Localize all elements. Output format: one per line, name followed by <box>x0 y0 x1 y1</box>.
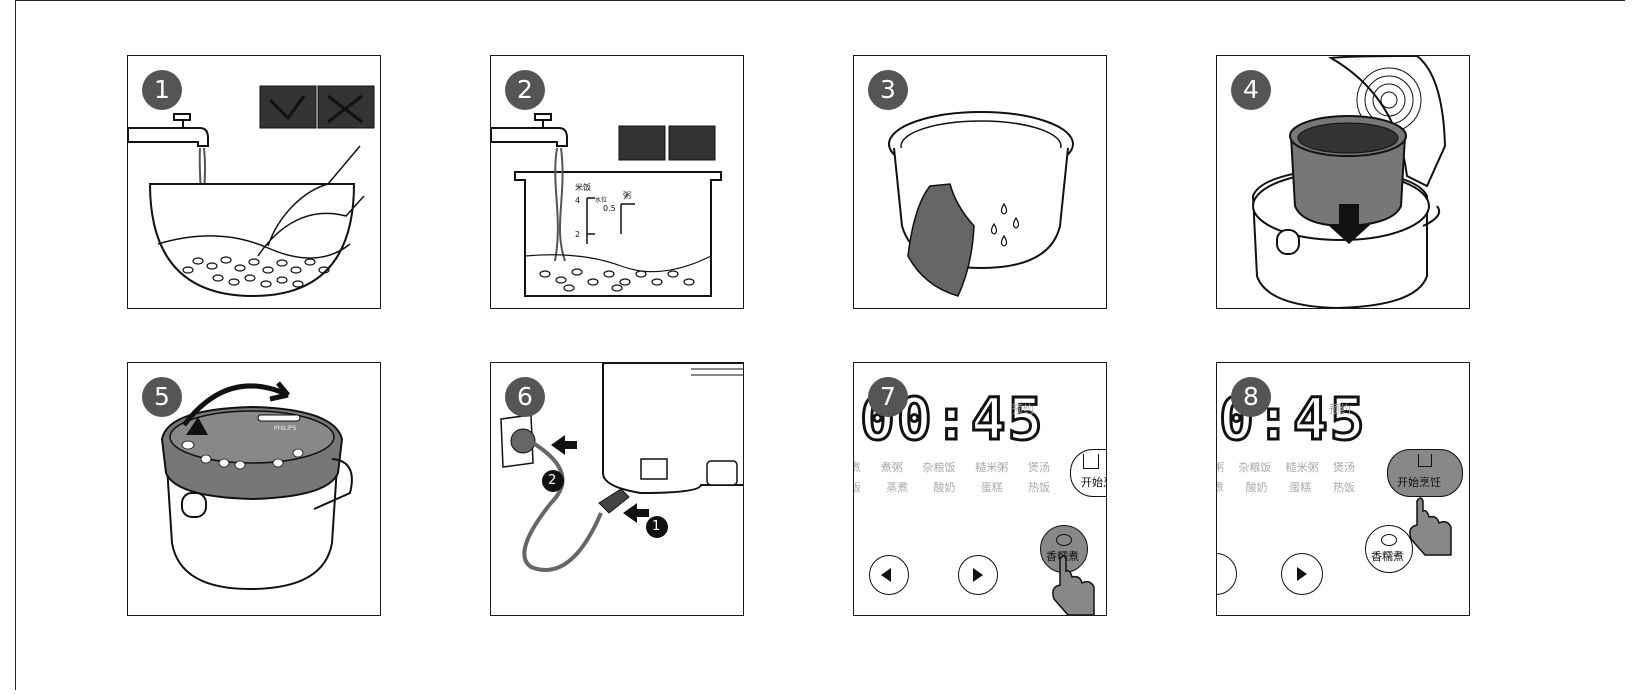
arrow-right-icon <box>1297 567 1307 581</box>
rice-bowl-icon <box>1056 534 1072 546</box>
arrow-left-icon <box>881 568 891 582</box>
mode-label: 糙米粥 <box>1286 459 1319 475</box>
pot-icon <box>1418 454 1432 467</box>
mode-row-1: 煮 煮粥 杂粮饭 糙米粥 煲汤 <box>853 459 1050 475</box>
mode-label: 煲汤 <box>1333 459 1355 475</box>
porridge-scale-label: 粥 <box>623 190 631 201</box>
step-1-panel: 1 <box>127 55 381 309</box>
mode-label: 饭 <box>853 479 861 495</box>
prev-button[interactable] <box>869 555 909 595</box>
start-cooking-button[interactable]: 开始烹饪 <box>1387 449 1463 497</box>
step-4-panel: 4 <box>1216 55 1470 309</box>
step-number-badge: 1 <box>142 70 182 110</box>
start-button-label: 开始烹饪 <box>1397 474 1441 490</box>
next-button[interactable] <box>958 555 998 595</box>
step-number-badge: 5 <box>142 377 182 417</box>
mode-label: 酸奶 <box>934 479 956 495</box>
mode-label: 酸奶 <box>1246 479 1268 495</box>
fragrant-rice-button[interactable]: 香糯煮 <box>1365 525 1413 573</box>
step-5-panel: 5 PHILIPS <box>127 362 381 616</box>
rice-scale-label: 米饭 <box>575 182 591 193</box>
step-number-badge: 7 <box>868 377 908 417</box>
water-level-label: 水位 <box>595 195 607 204</box>
step-number-badge: 4 <box>1231 70 1271 110</box>
brand-label: PHILIPS <box>274 425 296 432</box>
prev-button[interactable] <box>1216 553 1237 595</box>
step-3-panel: 3 <box>853 55 1107 309</box>
preset-label: 预约 <box>1012 401 1034 417</box>
mode-label: 煲汤 <box>1028 459 1050 475</box>
pot-icon <box>1083 454 1099 469</box>
mode-label: 蒸煮 <box>886 479 908 495</box>
step-2-panel: 2 米饭 粥 4 2 0.5 水位 <box>490 55 744 309</box>
step-number-badge: 8 <box>1231 377 1271 417</box>
step-8-panel: 8 0:45 预约 粥 杂粮饭 糙米粥 煲汤 煮 酸奶 蛋糕 热饭 开始烹饪 香… <box>1216 362 1470 616</box>
start-button-label: 开始烹饪 <box>1081 474 1107 490</box>
mode-label: 热饭 <box>1333 479 1355 495</box>
mode-label: 煮粥 <box>881 459 903 475</box>
start-cooking-button[interactable]: 开始烹饪 <box>1070 449 1107 497</box>
mode-label: 煮 <box>1216 479 1224 495</box>
fragrant-button-label: 香糯煮 <box>1371 548 1404 564</box>
mode-row-2: 饭 蒸煮 酸奶 蛋糕 热饭 <box>853 479 1050 495</box>
step-number-badge: 6 <box>505 377 545 417</box>
fragrant-button-label: 香糯煮 <box>1046 548 1079 564</box>
rice-bowl-icon <box>1381 534 1397 546</box>
mode-label: 蛋糕 <box>1289 479 1311 495</box>
mode-label: 杂粮饭 <box>923 459 956 475</box>
step-number-badge: 3 <box>868 70 908 110</box>
arrow-right-icon <box>973 568 983 582</box>
mode-row-2: 煮 酸奶 蛋糕 热饭 <box>1216 479 1355 495</box>
fragrant-rice-button[interactable]: 香糯煮 <box>1040 525 1088 573</box>
step-7-panel: 7 00:45 预约 煮 煮粥 杂粮饭 糙米粥 煲汤 饭 蒸煮 酸奶 蛋糕 热饭… <box>853 362 1107 616</box>
mode-label: 蛋糕 <box>981 479 1003 495</box>
mode-label: 粥 <box>1216 459 1224 475</box>
step-6-panel: 6 2 1 <box>490 362 744 616</box>
mode-label: 煮 <box>853 459 861 475</box>
mark-4-label: 4 <box>575 196 580 205</box>
mode-label: 热饭 <box>1028 479 1050 495</box>
step-number-badge: 2 <box>505 70 545 110</box>
mark-05-label: 0.5 <box>603 204 616 213</box>
callout-1: 1 <box>652 519 660 534</box>
callout-2: 2 <box>548 473 556 488</box>
mode-row-1: 粥 杂粮饭 糙米粥 煲汤 <box>1216 459 1355 475</box>
next-button[interactable] <box>1281 553 1323 595</box>
mark-2-label: 2 <box>575 230 580 239</box>
mode-label: 糙米粥 <box>975 459 1008 475</box>
mode-label: 杂粮饭 <box>1238 459 1271 475</box>
preset-label: 预约 <box>1329 401 1351 417</box>
